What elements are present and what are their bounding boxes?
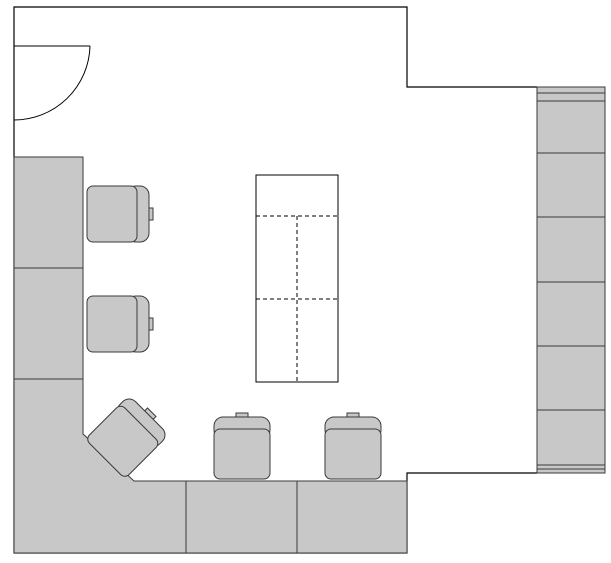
cabinet [536, 409, 606, 466]
cabinet [536, 152, 606, 218]
cabinet [536, 216, 606, 283]
cabinet [536, 100, 606, 154]
office-chair[interactable] [86, 295, 154, 353]
cabinet [536, 345, 606, 411]
office-chair[interactable] [324, 412, 382, 480]
wall-cabinet-run[interactable] [536, 86, 606, 474]
center-table[interactable] [255, 174, 339, 383]
l-shaped-desk[interactable] [13, 156, 408, 554]
cabinet [536, 281, 606, 347]
office-chair[interactable] [213, 412, 271, 480]
desk-outline [13, 156, 408, 554]
door-swing[interactable] [13, 45, 91, 121]
office-chair[interactable] [86, 185, 154, 243]
